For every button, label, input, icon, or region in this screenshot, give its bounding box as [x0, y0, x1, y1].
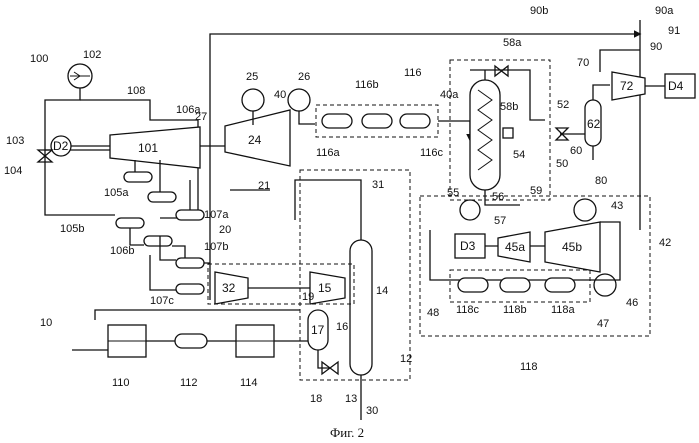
- label-60: 60: [570, 145, 582, 157]
- label-18: 18: [310, 393, 322, 405]
- label-19: 19: [302, 291, 314, 303]
- label-25: 25: [246, 71, 258, 83]
- label-107a: 107a: [204, 209, 229, 221]
- label-16: 16: [336, 321, 348, 333]
- label-48: 48: [427, 307, 439, 319]
- cooler-106a: [148, 192, 176, 202]
- cooler-47: [594, 274, 616, 296]
- label-110: 110: [112, 377, 130, 389]
- turbine-section: [225, 89, 470, 190]
- cooler-112: [175, 334, 207, 348]
- unit-d4: D4: [668, 79, 684, 93]
- label-118c: 118c: [456, 304, 480, 316]
- left-section: [38, 64, 225, 294]
- label-105a: 105a: [104, 187, 129, 199]
- unit-15: 15: [318, 281, 332, 295]
- label-118b: 118b: [503, 304, 527, 316]
- cooler-107b: [176, 258, 204, 268]
- cooler-26: [288, 89, 310, 111]
- label-91: 91: [668, 25, 680, 37]
- label-102: 102: [83, 49, 101, 61]
- unit-24: 24: [248, 133, 262, 147]
- label-54: 54: [513, 149, 525, 161]
- label-116: 116: [404, 67, 422, 79]
- cooler-107a: [176, 210, 204, 220]
- unit-45b: 45b: [562, 240, 582, 254]
- label-90a: 90a: [655, 5, 674, 17]
- unit-72: 72: [620, 79, 634, 93]
- label-21: 21: [258, 180, 270, 192]
- unit-45a: 45a: [505, 240, 525, 254]
- label-27: 27: [195, 111, 207, 123]
- label-114: 114: [240, 377, 258, 389]
- label-112: 112: [180, 377, 198, 389]
- unit-32: 32: [222, 281, 236, 295]
- cooler-118c: [458, 278, 488, 292]
- unit-d3: D3: [460, 239, 476, 253]
- label-118: 118: [520, 361, 538, 373]
- label-57: 57: [494, 215, 506, 227]
- figure-caption: Фиг. 2: [330, 425, 364, 440]
- label-116a: 116a: [316, 147, 341, 159]
- label-106b: 106b: [110, 245, 134, 257]
- label-59: 59: [530, 185, 542, 197]
- label-70: 70: [577, 57, 589, 69]
- label-55: 55: [447, 187, 459, 199]
- label-46: 46: [626, 297, 638, 309]
- cooler-25: [242, 89, 264, 111]
- label-107c: 107c: [150, 295, 174, 307]
- unit-d2: D2: [53, 139, 69, 153]
- label-58a: 58a: [503, 37, 522, 49]
- label-103: 103: [6, 135, 24, 147]
- label-30: 30: [366, 405, 378, 417]
- label-118a: 118a: [551, 304, 576, 316]
- label-13: 13: [345, 393, 357, 405]
- label-14: 14: [376, 285, 388, 297]
- cooler-116a: [322, 114, 352, 128]
- label-108: 108: [127, 85, 145, 97]
- label-10: 10: [40, 317, 52, 329]
- cooler-106b: [144, 236, 172, 246]
- label-42: 42: [659, 237, 671, 249]
- cooler-43: [574, 199, 596, 221]
- label-40a: 40a: [440, 89, 459, 101]
- label-40: 40: [274, 89, 286, 101]
- label-58b: 58b: [500, 101, 518, 113]
- cooler-116b: [362, 114, 392, 128]
- label-47: 47: [597, 318, 609, 330]
- cooler-116c: [400, 114, 430, 128]
- label-12: 12: [400, 353, 412, 365]
- label-90: 90: [650, 41, 662, 53]
- label-80: 80: [595, 175, 607, 187]
- unit-17: 17: [311, 323, 325, 337]
- bottom-right-section: [420, 196, 650, 336]
- unit-62: 62: [587, 117, 601, 131]
- cooler-105a: [124, 172, 152, 182]
- label-105b: 105b: [60, 223, 84, 235]
- cooler-118a: [545, 278, 575, 292]
- label-43: 43: [611, 200, 623, 212]
- label-90b: 90b: [530, 5, 548, 17]
- label-20: 20: [219, 224, 231, 236]
- label-100: 100: [30, 53, 48, 65]
- label-104: 104: [4, 165, 22, 177]
- cooler-118b: [500, 278, 530, 292]
- label-31: 31: [372, 179, 384, 191]
- label-26: 26: [298, 71, 310, 83]
- label-116c: 116c: [420, 147, 444, 159]
- label-50: 50: [556, 158, 568, 170]
- cooler-105b: [116, 218, 144, 228]
- label-107b: 107b: [204, 241, 228, 253]
- label-116b: 116b: [355, 79, 379, 91]
- cooler-107c: [176, 284, 204, 294]
- separator-57: [460, 200, 480, 220]
- label-56: 56: [492, 191, 504, 203]
- label-52: 52: [557, 99, 569, 111]
- unit-101: 101: [138, 141, 158, 155]
- column-14: [350, 240, 372, 375]
